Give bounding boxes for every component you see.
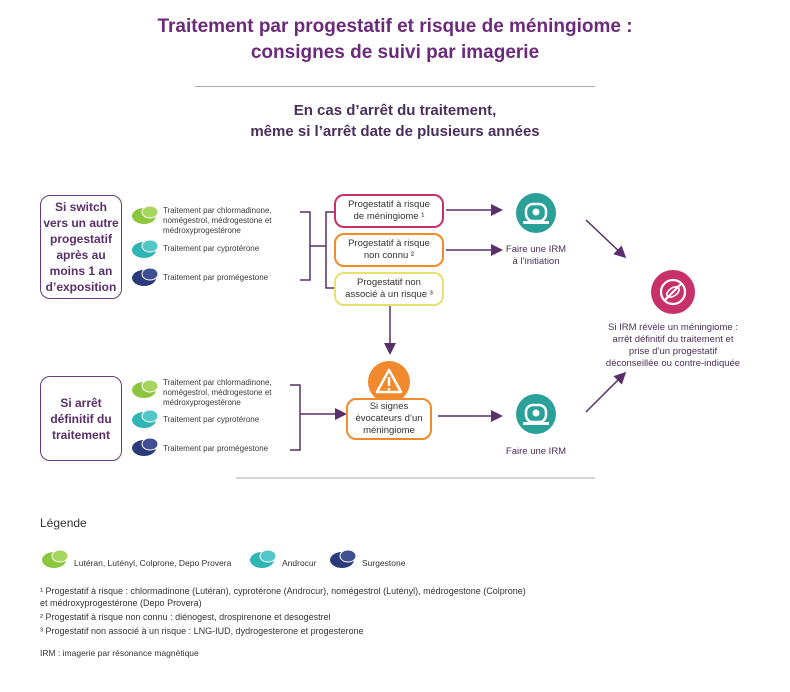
teal-pill-icon [250,549,277,568]
legend-label-navy: Surgestone [362,558,406,568]
no-pill-icon [651,270,695,314]
page-title: Traitement par progestatif et risque de … [0,14,790,66]
arrow-irm-init-to-result [585,219,627,259]
signs-box: Si signes évocateurs d’un méningiome [346,398,432,440]
stop-bracket [290,384,301,451]
switch-condition-text: Si switch vers un autre progestatif aprè… [43,199,118,295]
risk-unknown-box: Progestatif à risque non connu ² [334,233,444,267]
result-text: Si IRM révèle un méningiome : arrêt défi… [605,322,741,369]
stop-treatment-1: Traitement par chlormadinone, nomégestro… [163,378,272,407]
switch-line: après au [56,248,106,262]
footnote-2: ² Progestatif à risque non connu : diéno… [40,612,331,622]
switch-treatment-3: Traitement par promégestone [163,273,269,282]
switch-line: progestatif [49,232,112,246]
navy-pill-icon [330,549,357,568]
stop-condition-box: Si arrêt définitif du traitement [40,376,122,461]
stop-line: traitement [51,427,110,442]
legend-label-green: Lutéran, Lutényl, Colprone, Depo Provera [74,558,232,568]
teal-pill-icon [132,239,159,258]
navy-pill-icon [132,267,159,286]
title-divider [195,86,595,87]
switch-bracket [300,211,311,281]
footnote-1: ¹ Progestatif à risque : chlormadinone (… [40,586,526,608]
green-pill-icon [42,549,69,568]
stop-line: définitif du [50,411,112,426]
legend-label-teal: Androcur [282,558,317,568]
warning-icon [368,361,410,403]
mri-scanner-icon [516,193,556,233]
stop-treatment-3: Traitement par promégestone [163,444,269,453]
subtitle-line-1: En cas d’arrêt du traitement, [293,102,497,119]
subtitle-line-2: même si l’arrêt date de plusieurs années [250,123,540,140]
stop-line: Si arrêt [60,395,102,410]
legend-title: Légende [40,516,87,530]
title-line-1: Traitement par progestatif et risque de … [157,16,633,37]
teal-pill-icon [132,409,159,428]
risk-known-box: Progestatif à risque de méningiome ¹ [334,194,444,228]
title-line-2: consignes de suivi par imagerie [250,42,540,63]
switch-treatment-1: Traitement par chlormadinone, nomégestro… [163,206,272,235]
switch-line: moins 1 an [49,264,113,278]
subtitle: En cas d’arrêt du traitement, même si l’… [0,100,790,142]
irm-initiation-label: Faire une IRM à l’initiation [505,244,567,267]
risk-boxes-bracket [325,211,334,289]
risk-none-box: Progestatif non associé à un risque ³ [334,272,444,306]
green-pill-icon [132,379,159,398]
stop-condition-text: Si arrêt définitif du traitement [50,395,111,443]
switch-treatment-2: Traitement par cyprotérone [163,244,260,253]
switch-line: Si switch [54,200,107,214]
irm-label: Faire une IRM [505,446,567,457]
mri-scanner-icon [516,394,556,434]
green-pill-icon [132,205,159,224]
switch-condition-box: Si switch vers un autre progestatif aprè… [40,195,122,299]
switch-line: vers un autre [43,216,119,230]
navy-pill-icon [132,437,159,456]
footnote-irm: IRM : imagerie par résonance magnétique [40,648,199,658]
stop-treatment-2: Traitement par cyprotérone [163,415,260,424]
footnote-3: ³ Progestatif non associé à un risque : … [40,626,364,636]
arrow-irm-to-result [585,371,627,413]
switch-line: d’exposition [45,280,117,294]
